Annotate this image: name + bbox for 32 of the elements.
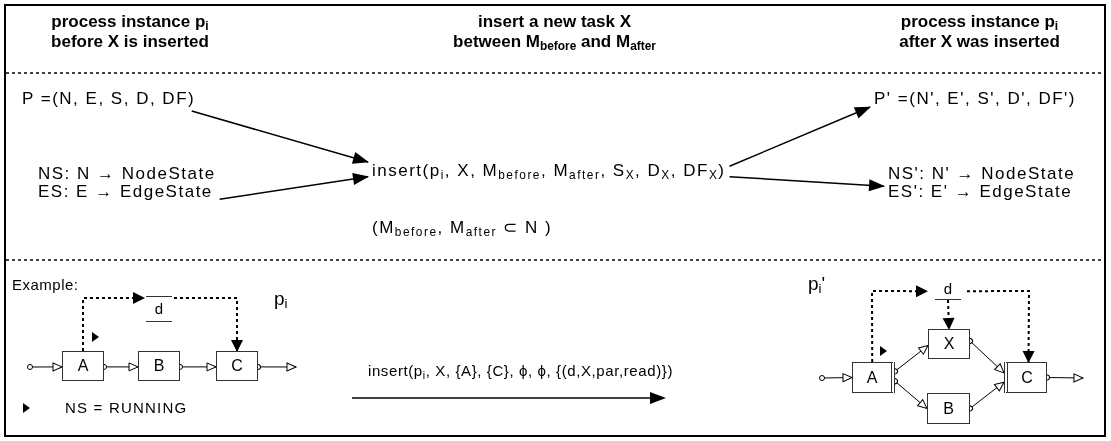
- example-label: Example:: [12, 276, 79, 294]
- legend-text: NS = RUNNING: [65, 399, 188, 417]
- formula-text: P' =(N', E', S', D', DF'): [874, 90, 1099, 108]
- column-heading: insert a new task X between M$_{before}$ and M$_{after}$: [452, 12, 657, 52]
- data-element: d: [935, 278, 961, 300]
- formula-text: insert(p$_{i}$, X, M$_{before}$, M$_{after}$, S$_{X}$, D$_{X}$, DF$_{X}$): [372, 162, 752, 180]
- task-box: C: [216, 351, 258, 381]
- instance-label: p$_{i}$: [274, 290, 288, 308]
- formula-text: P =(N, E, S, D, DF): [22, 90, 237, 108]
- operation-text: insert(p$_{i}$, X, {A}, {C}, ϕ, ϕ, {(d,X,par,read)}): [368, 362, 673, 380]
- task-box: B: [138, 351, 180, 381]
- data-flow-arrow: [966, 290, 1035, 363]
- arrow: [190, 110, 369, 164]
- arrow: [728, 176, 885, 192]
- formula-text: NS: N → NodeState ES: E → EdgeState: [38, 165, 226, 201]
- data-flow-arrow: [173, 297, 243, 352]
- task-box: A: [852, 362, 895, 393]
- task-box: A: [62, 351, 104, 381]
- arrow: [218, 173, 369, 200]
- instance-label: p$_{i}$': [808, 275, 826, 293]
- task-box: X: [928, 329, 970, 359]
- formula-text: NS': N' → NodeState ES': E' → EdgeState: [888, 165, 1093, 201]
- task-box: C: [1004, 362, 1047, 393]
- constraint-text: (M$_{before}$, M$_{after}$ ⊂ N ): [372, 219, 553, 237]
- arrow: [728, 106, 871, 167]
- data-element: d: [146, 296, 172, 322]
- data-flow-arrow: [871, 285, 928, 363]
- task-box: B: [927, 393, 970, 424]
- column-heading: process instance p$_{i}$ after X was inserted: [898, 12, 1061, 52]
- data-flow-arrow: [942, 299, 955, 330]
- column-heading: process instance p$_{i}$ before X is inserted: [50, 12, 210, 52]
- data-flow-arrow: [82, 292, 145, 352]
